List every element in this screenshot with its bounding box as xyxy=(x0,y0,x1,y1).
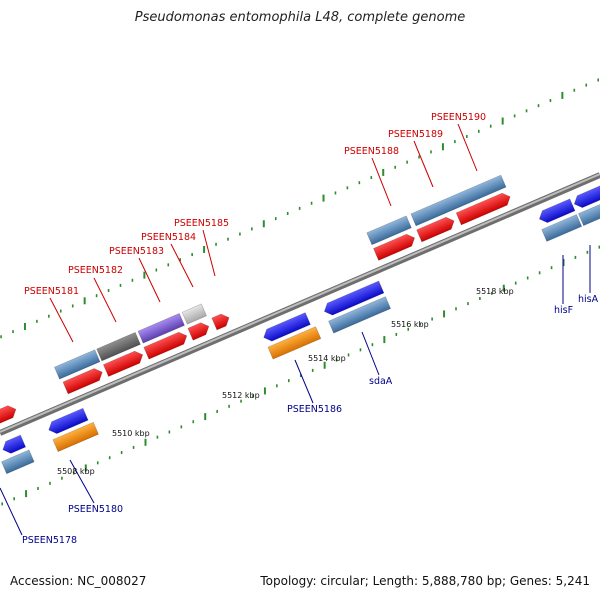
kbp-label: 5518 kbp xyxy=(476,287,514,296)
feature-light xyxy=(181,303,207,325)
leader-pseen5188 xyxy=(371,157,392,207)
feature-blue-c-shape xyxy=(263,312,311,342)
feature-orange-b-shape xyxy=(267,326,322,360)
feature-steel-b-shape xyxy=(366,215,412,246)
feature-blue-b xyxy=(48,407,89,434)
feature-blue-b-shape xyxy=(48,407,89,434)
feature-steel-g-shape xyxy=(578,199,600,227)
gene-label-pseen5182: PSEEN5182 xyxy=(68,265,123,276)
gene-label-pseen5180: PSEEN5180 xyxy=(68,504,123,515)
feature-red-i xyxy=(455,192,511,226)
feature-red-a-shape xyxy=(0,405,17,426)
tick-track-top xyxy=(0,78,600,339)
feature-light-shape xyxy=(181,303,207,325)
gene-label-sdaa: sdaA xyxy=(369,376,393,387)
feature-steel-c xyxy=(410,174,507,227)
gene-label-pseen5184: PSEEN5184 xyxy=(141,232,196,243)
kbp-label: 5510 kbp xyxy=(112,429,150,438)
feature-red-h xyxy=(416,216,455,243)
kbp-label: 5508 kbp xyxy=(57,467,95,476)
gene-label-pseen5190: PSEEN5190 xyxy=(431,112,486,123)
feature-red-b xyxy=(62,368,103,395)
gene-label-pseen5185: PSEEN5185 xyxy=(174,218,229,229)
feature-blue-a xyxy=(2,434,27,454)
feature-dark xyxy=(96,331,141,362)
accession-text: Accession: NC_008027 xyxy=(10,574,147,588)
feature-red-f xyxy=(211,313,230,331)
feature-blue-e-shape xyxy=(538,198,576,223)
feature-purple xyxy=(137,313,185,344)
feature-red-f-shape xyxy=(211,313,230,331)
feature-purple-shape xyxy=(137,313,185,344)
feature-red-e-shape xyxy=(187,322,210,341)
feature-steel-e xyxy=(328,296,392,334)
leader-pseen5181 xyxy=(49,297,74,343)
gene-label-pseen5189: PSEEN5189 xyxy=(388,129,443,140)
gene-features xyxy=(0,174,600,475)
kbp-label: 5516 kbp xyxy=(391,320,429,329)
gene-label-pseen5183: PSEEN5183 xyxy=(109,246,164,257)
leader-pseen5180 xyxy=(69,459,95,504)
feature-red-d-shape xyxy=(143,331,188,360)
feature-blue-e xyxy=(538,198,576,223)
genome-backbone xyxy=(0,172,600,436)
feature-orange-a-shape xyxy=(52,421,99,452)
leader-pseen5185 xyxy=(202,229,216,277)
feature-red-c xyxy=(102,350,144,377)
leader-sdaa xyxy=(361,331,380,376)
gene-label-hisa: hisA xyxy=(578,294,599,305)
feature-steel-a-shape xyxy=(54,349,101,380)
gene-label-pseen5181: PSEEN5181 xyxy=(24,286,79,297)
diagram-title: Pseudomonas entomophila L48, complete ge… xyxy=(134,10,466,25)
leader-pseen5184 xyxy=(170,243,194,288)
gene-labels: PSEEN5178PSEEN5180PSEEN5181PSEEN5182PSEE… xyxy=(22,112,599,546)
feature-red-d xyxy=(143,331,188,360)
feature-blue-a-shape xyxy=(2,434,27,454)
feature-orange-a xyxy=(52,421,99,452)
feature-blue-d-shape xyxy=(324,280,385,316)
feature-red-a xyxy=(0,405,17,426)
kbp-label: 5514 kbp xyxy=(308,354,346,363)
leader-pseen5178 xyxy=(0,487,23,536)
gene-label-pseen5188: PSEEN5188 xyxy=(344,146,399,157)
feature-steel-c-shape xyxy=(410,174,507,227)
feature-red-g-shape xyxy=(373,233,416,261)
feature-steel-d xyxy=(1,449,35,475)
leader-pseen5189 xyxy=(413,140,434,188)
genome-summary-text: Topology: circular; Length: 5,888,780 bp… xyxy=(260,574,590,588)
feature-red-h-shape xyxy=(416,216,455,243)
feature-red-i-shape xyxy=(455,192,511,226)
gene-label-pseen5186: PSEEN5186 xyxy=(287,404,342,415)
feature-steel-e-shape xyxy=(328,296,392,334)
leader-pseen5182 xyxy=(93,277,117,323)
feature-blue-c xyxy=(263,312,311,342)
kbp-label: 5512 kbp xyxy=(222,391,260,400)
feature-blue-f-shape xyxy=(573,183,600,208)
backbone-highlight xyxy=(0,173,600,433)
feature-red-b-shape xyxy=(62,368,103,395)
feature-steel-a xyxy=(54,349,101,380)
feature-steel-g xyxy=(578,199,600,227)
gene-label-pseen5178: PSEEN5178 xyxy=(22,535,77,546)
feature-dark-shape xyxy=(96,331,141,362)
feature-red-e xyxy=(187,322,210,341)
feature-steel-f xyxy=(541,214,583,242)
feature-blue-d xyxy=(324,280,385,316)
leader-pseen5183 xyxy=(138,257,161,303)
kbp-labels: 5508 kbp 5510 kbp 5512 kbp 5514 kbp 5516 kbp… xyxy=(57,287,514,476)
feature-steel-d-shape xyxy=(1,449,35,475)
feature-red-g xyxy=(373,233,416,261)
gene-label-hisf: hisF xyxy=(554,305,573,316)
feature-steel-f-shape xyxy=(541,214,583,242)
feature-red-c-shape xyxy=(102,350,144,377)
leader-pseen5186 xyxy=(294,359,314,404)
leader-pseen5190 xyxy=(457,123,478,172)
feature-blue-f xyxy=(573,183,600,208)
feature-orange-b xyxy=(267,326,322,360)
feature-steel-b xyxy=(366,215,412,246)
label-leader-lines xyxy=(0,123,591,536)
